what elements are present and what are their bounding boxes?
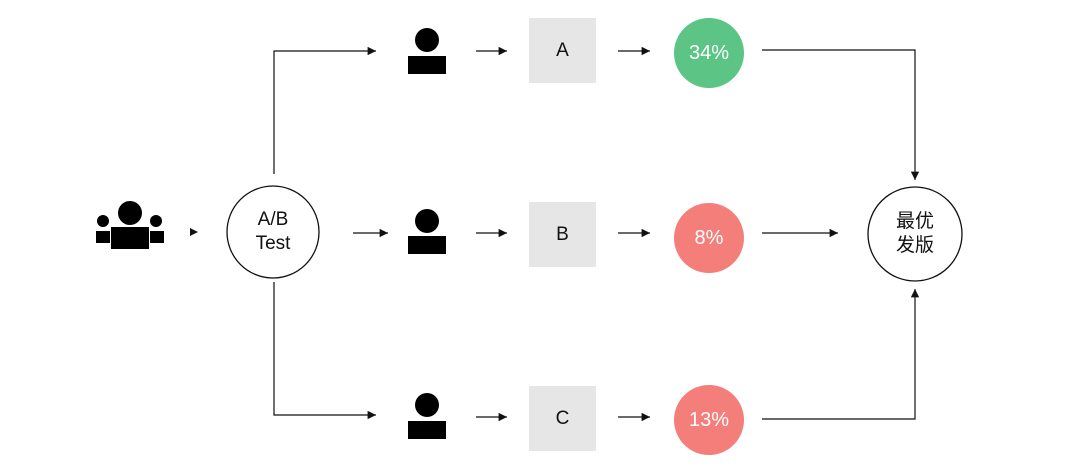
user-icon: [408, 209, 446, 254]
result-to-release-line-a: [762, 49, 920, 180]
ab-test-circle: [226, 185, 320, 279]
result-to-release-line-c: [762, 289, 920, 420]
result-circle-c: 13%: [674, 385, 744, 455]
ab-test-label: A/B Test: [255, 209, 291, 254]
result-circle-b: 8%: [674, 203, 744, 273]
user-icon: [408, 28, 446, 74]
variant-box-b: B: [529, 202, 596, 267]
branch-line-bottom: [273, 282, 376, 420]
variant-box-a: A: [529, 18, 596, 83]
user-group-icon: [96, 201, 164, 249]
branch-line-top: [273, 46, 376, 174]
result-circle-a: 34%: [674, 18, 744, 88]
variant-box-c: C: [529, 386, 596, 451]
release-label: 最优 发版: [895, 211, 934, 256]
user-icon: [408, 393, 446, 439]
group-arrow: [190, 228, 198, 236]
release-circle: [867, 186, 963, 282]
